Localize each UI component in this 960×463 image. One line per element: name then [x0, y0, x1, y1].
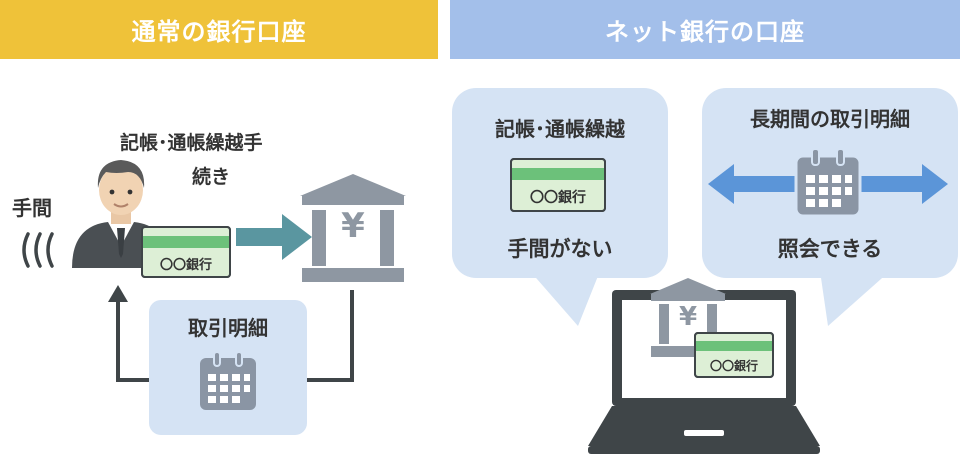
passbook-label: 〇〇銀行 — [159, 258, 212, 273]
calendar-icon — [200, 351, 256, 410]
laptop-passbook-label: 〇〇銀行 — [709, 359, 758, 373]
bank-icon — [300, 174, 406, 282]
right-header-title: ネット銀行の口座 — [605, 18, 805, 46]
bubble-long-history-title: 長期間の取引明細 — [750, 107, 910, 131]
bank-yen-symbol: ¥ — [341, 206, 365, 246]
calendar-icon — [794, 148, 862, 218]
effort-marks-icon — [22, 232, 54, 268]
right-arrow-icon — [236, 214, 312, 260]
right-header: ネット銀行の口座 — [450, 0, 960, 59]
history-box: 取引明細 — [149, 300, 307, 435]
laptop-bank-yen-symbol: ¥ — [678, 302, 698, 332]
bubble-passbook-label: 〇〇銀行 — [530, 190, 586, 206]
bank-icon — [650, 278, 726, 357]
left-header-title: 通常の銀行口座 — [131, 18, 307, 46]
passbook-icon — [141, 226, 231, 278]
effort-label: 手間 — [12, 196, 52, 220]
history-label: 取引明細 — [188, 316, 268, 340]
passbook-icon — [510, 158, 606, 212]
bubble-no-effort-caption: 手間がない — [507, 237, 613, 261]
passbook-icon — [694, 332, 774, 378]
procedure-label-line2: 続き — [192, 166, 231, 188]
procedure-label-line1: 記帳･通帳繰越手 — [120, 132, 263, 154]
up-arrow-icon — [108, 285, 128, 302]
bubble-no-effort-title: 記帳･通帳繰越 — [495, 117, 625, 141]
left-header: 通常の銀行口座 — [0, 0, 438, 59]
bubble-long-history-caption: 照会できる — [777, 237, 883, 261]
